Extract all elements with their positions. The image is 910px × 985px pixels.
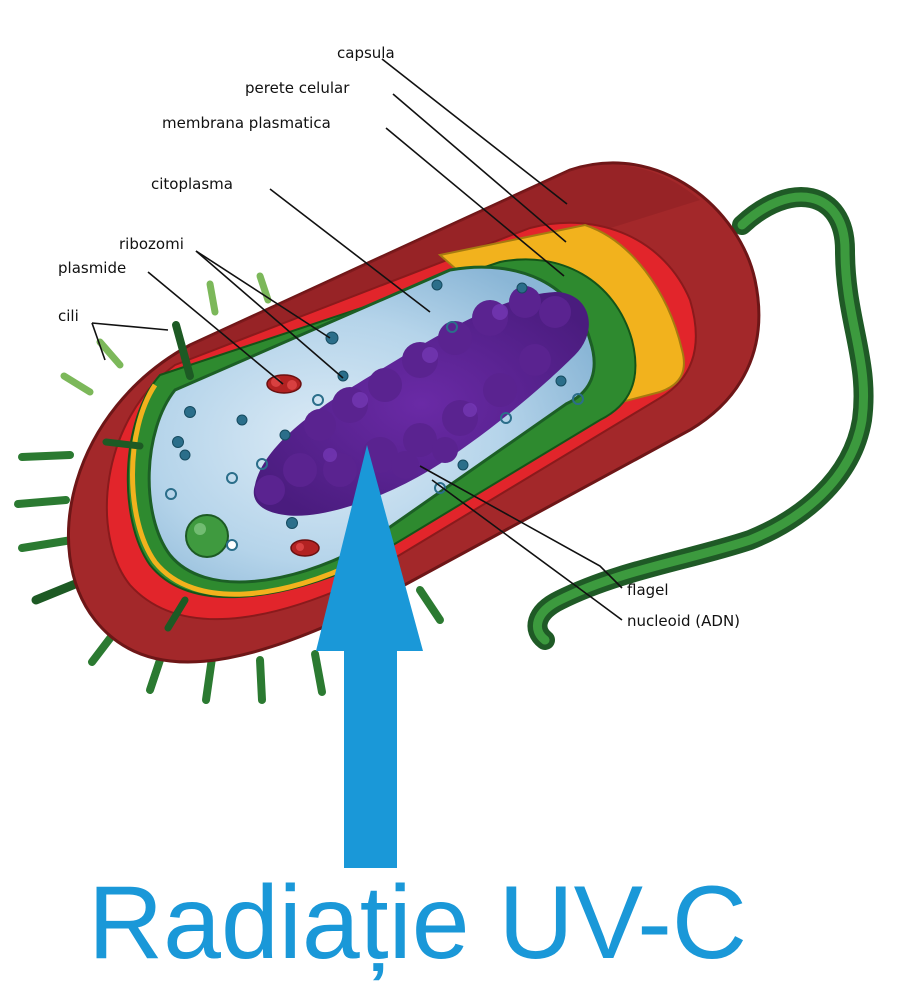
label-flagel: flagel: [627, 581, 669, 599]
label-ribozomi: ribozomi: [119, 235, 184, 253]
inclusion-body: [186, 515, 228, 557]
label-capsula: capsula: [337, 44, 395, 62]
label-citoplasma: citoplasma: [151, 175, 233, 193]
label-perete-celular: perete celular: [245, 79, 350, 97]
uv-caption: Radiație UV-C: [88, 865, 747, 981]
label-cili: cili: [58, 307, 79, 325]
label-plasmide: plasmide: [58, 259, 126, 277]
label-membrana-plasmatica: membrana plasmatica: [162, 114, 331, 132]
label-nucleoid: nucleoid (ADN): [627, 612, 740, 630]
